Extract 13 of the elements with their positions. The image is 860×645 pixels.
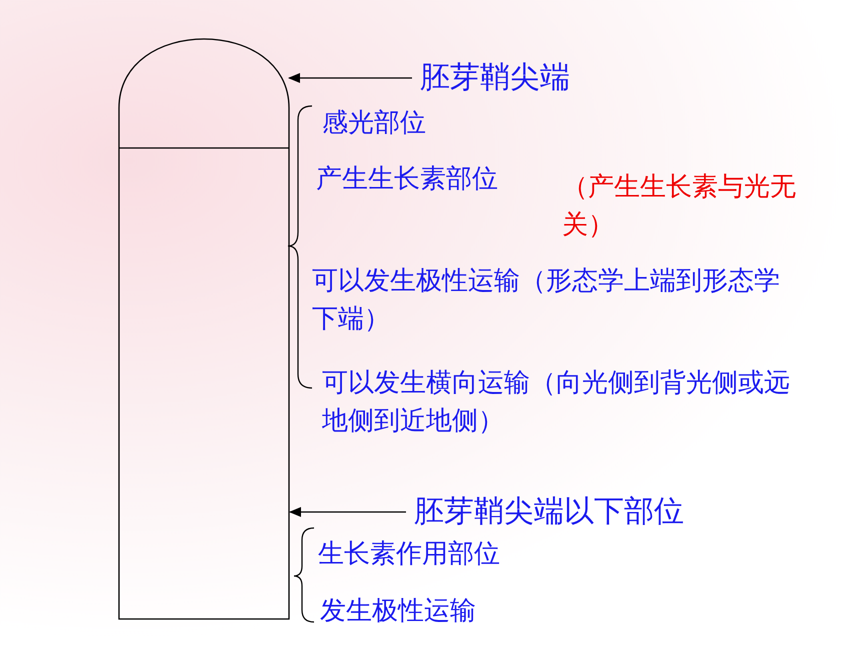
feature-text: 发生极性运输	[320, 595, 477, 628]
coleoptile-body-outline	[118, 148, 290, 620]
feature-text: 可以发生横向运输（向光侧到背光侧或远地侧到近地侧）	[322, 367, 791, 438]
note-text: （产生生长素与光无关）	[562, 171, 797, 242]
feature-text: 可以发生极性运输（形态学上端到形态学下端）	[312, 265, 781, 336]
part-label: 胚芽鞘尖端	[420, 56, 640, 100]
coleoptile-tip-outline	[118, 38, 290, 148]
feature-text: 生长素作用部位	[318, 538, 501, 571]
arrow	[289, 507, 406, 517]
arrow	[288, 73, 412, 83]
feature-text: 产生生长素部位	[316, 163, 499, 196]
part-label: 胚芽鞘尖端以下部位	[414, 490, 774, 534]
feature-text: 感光部位	[322, 107, 427, 140]
